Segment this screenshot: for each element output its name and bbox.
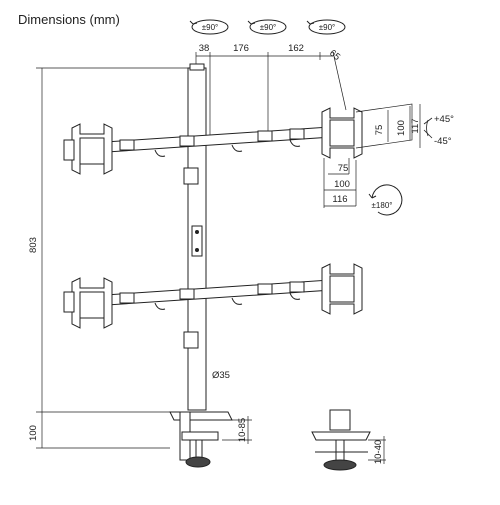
lower-arm bbox=[104, 279, 333, 310]
grommet-mount bbox=[311, 409, 371, 471]
clamp-dimension bbox=[222, 416, 252, 444]
tilt-down-label: -45° bbox=[434, 136, 452, 147]
drawing-title: Dimensions (mm) bbox=[18, 12, 120, 27]
swivel-label-3: ±90° bbox=[319, 23, 336, 32]
vesa-plate-lower-right bbox=[321, 263, 363, 315]
main-pole bbox=[183, 63, 207, 411]
dim-base-height: 100 bbox=[28, 425, 39, 441]
rotate-label: ±180° bbox=[372, 201, 393, 210]
dim-vesa-100-h: 100 bbox=[334, 179, 350, 190]
swivel-symbol-3: ±90° bbox=[306, 19, 346, 35]
dim-plate-width: 116 bbox=[332, 194, 347, 205]
upper-arm bbox=[104, 126, 333, 157]
tilt-up-label: +45° bbox=[434, 114, 454, 125]
dim-clamp-range: 10-85 bbox=[237, 418, 248, 442]
dim-arm-seg-1: 176 bbox=[233, 43, 249, 54]
swivel-symbol-2: ±90° bbox=[247, 19, 287, 35]
dim-head-offset: 65 bbox=[327, 48, 342, 63]
dim-pole-offset: 38 bbox=[199, 43, 210, 54]
swivel-symbol-1: ±90° bbox=[189, 19, 229, 35]
dim-grommet-range: 10-40 bbox=[373, 440, 384, 464]
vesa-plate-upper-right bbox=[321, 107, 363, 159]
desk-clamp bbox=[169, 411, 233, 468]
vesa-dimension-lines bbox=[323, 103, 421, 208]
tilt-indicator bbox=[423, 117, 433, 139]
dim-pole-diameter: Ø35 bbox=[212, 370, 230, 381]
dim-arm-seg-2: 162 bbox=[288, 43, 304, 54]
swivel-label-1: ±90° bbox=[202, 23, 219, 32]
dim-vesa-100-v: 100 bbox=[396, 120, 407, 136]
dim-plate-height: 117 bbox=[410, 118, 421, 133]
top-dimension-line bbox=[195, 51, 347, 135]
grommet-dimension bbox=[368, 436, 386, 464]
height-dimension bbox=[36, 67, 196, 449]
dim-total-height: 803 bbox=[28, 237, 39, 253]
vesa-plate-lower-left bbox=[63, 277, 113, 329]
rotate-indicator bbox=[368, 184, 403, 216]
vesa-plate-upper-left bbox=[63, 123, 113, 175]
dim-vesa-75-h: 75 bbox=[338, 163, 349, 174]
swivel-label-2: ±90° bbox=[260, 23, 277, 32]
dim-vesa-75-v: 75 bbox=[374, 125, 385, 136]
